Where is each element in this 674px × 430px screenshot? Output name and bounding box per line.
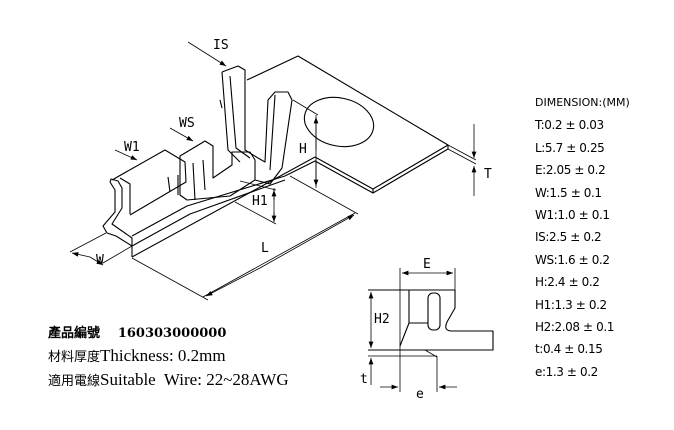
- label-h1: H1: [252, 194, 268, 209]
- part-number-label: 產品編號: [48, 326, 101, 341]
- ring-tongue-plate: [246, 55, 449, 194]
- dimension-item: T:0.2 ± 0.03: [535, 118, 604, 133]
- dimension-item: WS:1.6 ± 0.2: [535, 252, 610, 267]
- dimension-title: DIMENSION:(MM): [535, 96, 630, 109]
- label-h2: H2: [374, 312, 390, 327]
- dimension-item: L:5.7 ± 0.25: [535, 140, 605, 155]
- cross-section-view: [368, 268, 494, 392]
- thickness-row: 材料厚度Thickness: 0.2mm: [48, 345, 289, 369]
- terminal-body: [102, 65, 316, 258]
- wire-value: Suitable Wire: 22~28AWG: [100, 370, 289, 389]
- label-is: IS: [213, 38, 229, 53]
- wire-label-cn: 適用電線: [48, 374, 101, 389]
- thickness-value: Thickness: 0.2mm: [100, 346, 226, 365]
- dimension-item: H2:2.08 ± 0.1: [535, 320, 614, 335]
- dimension-item: H:2.4 ± 0.2: [535, 275, 600, 290]
- label-w: W: [96, 253, 104, 268]
- part-number-row: 產品編號 160303000000: [48, 322, 289, 345]
- label-h: H: [299, 142, 307, 157]
- label-l: L: [261, 241, 269, 256]
- label-t-lower: t: [360, 372, 368, 387]
- wire-row: 適用電線Suitable Wire: 22~28AWG: [48, 369, 289, 393]
- thickness-label-cn: 材料厚度: [48, 350, 101, 365]
- product-info: 產品編號 160303000000 材料厚度Thickness: 0.2mm 適…: [48, 322, 289, 393]
- dimension-item: t:0.4 ± 0.15: [535, 342, 603, 357]
- dimension-lines: [69, 41, 477, 301]
- label-w1: W1: [124, 140, 140, 155]
- part-number: 160303000000: [117, 326, 227, 341]
- label-e-upper: E: [423, 257, 431, 272]
- label-e-lower: e: [416, 387, 424, 402]
- label-ws: WS: [179, 116, 195, 131]
- dimension-item: e:1.3 ± 0.2: [535, 364, 598, 379]
- dimension-table: DIMENSION:(MM) T:0.2 ± 0.03 L:5.7 ± 0.25…: [535, 92, 630, 383]
- ring-hole: [303, 96, 375, 148]
- label-t-upper: T: [484, 167, 492, 182]
- dimension-item: W:1.5 ± 0.1: [535, 185, 602, 200]
- dimension-item: H1:1.3 ± 0.2: [535, 297, 607, 312]
- dimension-item: IS:2.5 ± 0.2: [535, 230, 602, 245]
- dimension-item: W1:1.0 ± 0.1: [535, 208, 610, 223]
- dimension-item: E:2.05 ± 0.2: [535, 163, 606, 178]
